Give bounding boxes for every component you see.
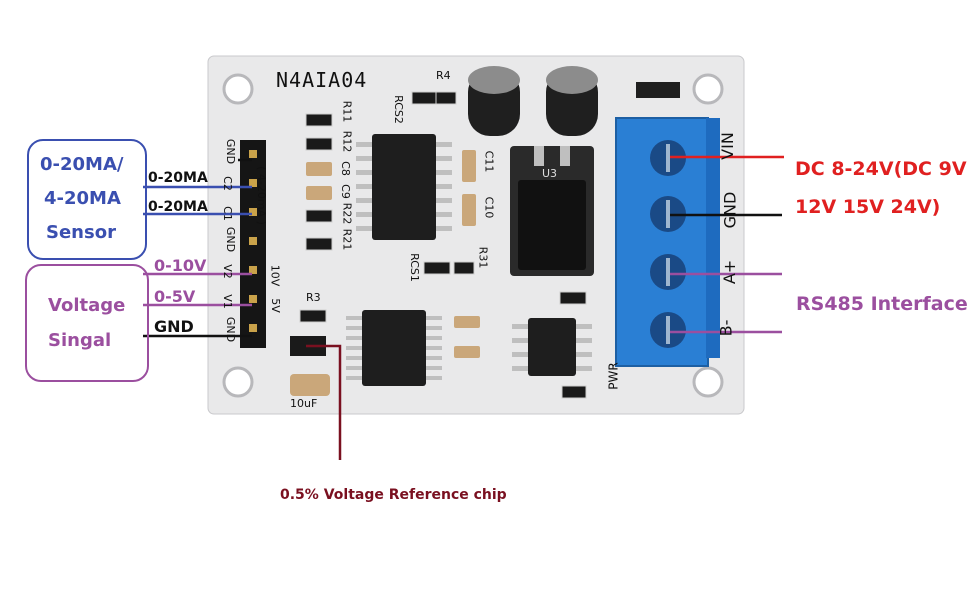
- amplifier-ic: [356, 134, 452, 240]
- silk-r3: R3: [306, 291, 321, 304]
- power-spec-line-2: 12V 15V 24V): [795, 196, 941, 218]
- silk-pin-v1: V1: [220, 294, 234, 309]
- c2-range-label: 0-20MA: [148, 170, 208, 186]
- mount-hole: [222, 366, 254, 398]
- silk-r31: R31: [476, 246, 490, 269]
- silk-rcs1: RCS1: [407, 253, 421, 282]
- silk-pin-gnd: GND: [224, 138, 238, 165]
- terminal-block: [615, 117, 720, 367]
- current-sensor-line-3: Sensor: [46, 222, 116, 243]
- silk-pwr: PWR: [606, 362, 621, 390]
- silk-rcs2: RCS2: [391, 95, 405, 124]
- voltage-signal-line-2: Singal: [48, 330, 112, 351]
- silk-5v: 5V: [268, 298, 282, 313]
- voltage-signal-line-1: Voltage: [48, 295, 126, 316]
- silk-r11: R11: [340, 100, 354, 123]
- silk-c9: C9: [338, 184, 352, 199]
- silk-b-minus: B-: [716, 319, 736, 337]
- silk-current-range: ( 4-20mA ): [254, 166, 268, 225]
- silk-c10: C10: [482, 196, 496, 219]
- mount-hole: [692, 366, 724, 398]
- silk-cap-value: 10uF: [290, 397, 318, 410]
- mcu-ic: [346, 310, 442, 386]
- pin-header: [240, 140, 266, 348]
- current-sensor-box: [27, 139, 147, 260]
- silk-u3: U3: [542, 167, 558, 180]
- pcb-board: [207, 55, 745, 415]
- current-sensor-line-1: 0-20MA/: [40, 154, 124, 175]
- silk-gnd: GND: [720, 191, 740, 229]
- v2-range-label: 0-10V: [154, 256, 207, 275]
- silk-r4: R4: [436, 69, 451, 82]
- gnd-label: GND: [154, 317, 194, 336]
- silk-r22: R22: [340, 202, 354, 225]
- voltage-signal-box: [25, 264, 149, 382]
- power-spec-line-1: DC 8-24V(DC 9V: [795, 158, 967, 180]
- silk-pin-v2: V2: [220, 264, 234, 279]
- silk-pin-gnd: GND: [224, 226, 238, 253]
- leader-vref: [306, 344, 342, 460]
- silk-c11: C11: [482, 150, 496, 173]
- rs485-interface-label: RS485 Interface: [796, 293, 968, 315]
- smd-resistors: [299, 91, 587, 399]
- rs485-ic: [512, 318, 592, 376]
- v1-range-label: 0-5V: [154, 287, 196, 306]
- smd-capacitors: [290, 150, 480, 396]
- silk-pin-c1: C1: [220, 206, 234, 221]
- silk-vin: VIN: [717, 132, 737, 160]
- silk-r12: R12: [340, 130, 354, 153]
- mount-hole: [222, 73, 254, 105]
- diode: [636, 82, 680, 98]
- silk-a-plus: A+: [720, 259, 740, 285]
- c1-range-label: 0-20MA: [148, 199, 208, 215]
- voltage-regulator: [510, 146, 594, 276]
- silk-10v: 10V: [268, 264, 282, 287]
- silk-left-pins: GND C2 C1 GND V2 V1 GND: [218, 134, 238, 356]
- electrolytic-capacitor: [468, 66, 520, 136]
- silk-pin-gnd: GND: [224, 316, 238, 343]
- silk-pin-c2: C2: [220, 176, 234, 191]
- current-sensor-line-2: 4-20MA: [44, 188, 121, 209]
- mount-hole: [692, 73, 724, 105]
- board-model-label: N4AIA04: [276, 68, 368, 92]
- voltage-reference-label: 0.5% Voltage Reference chip: [280, 487, 507, 503]
- silk-c8: C8: [338, 161, 352, 176]
- silk-r21: R21: [340, 228, 354, 251]
- electrolytic-capacitor: [546, 66, 598, 136]
